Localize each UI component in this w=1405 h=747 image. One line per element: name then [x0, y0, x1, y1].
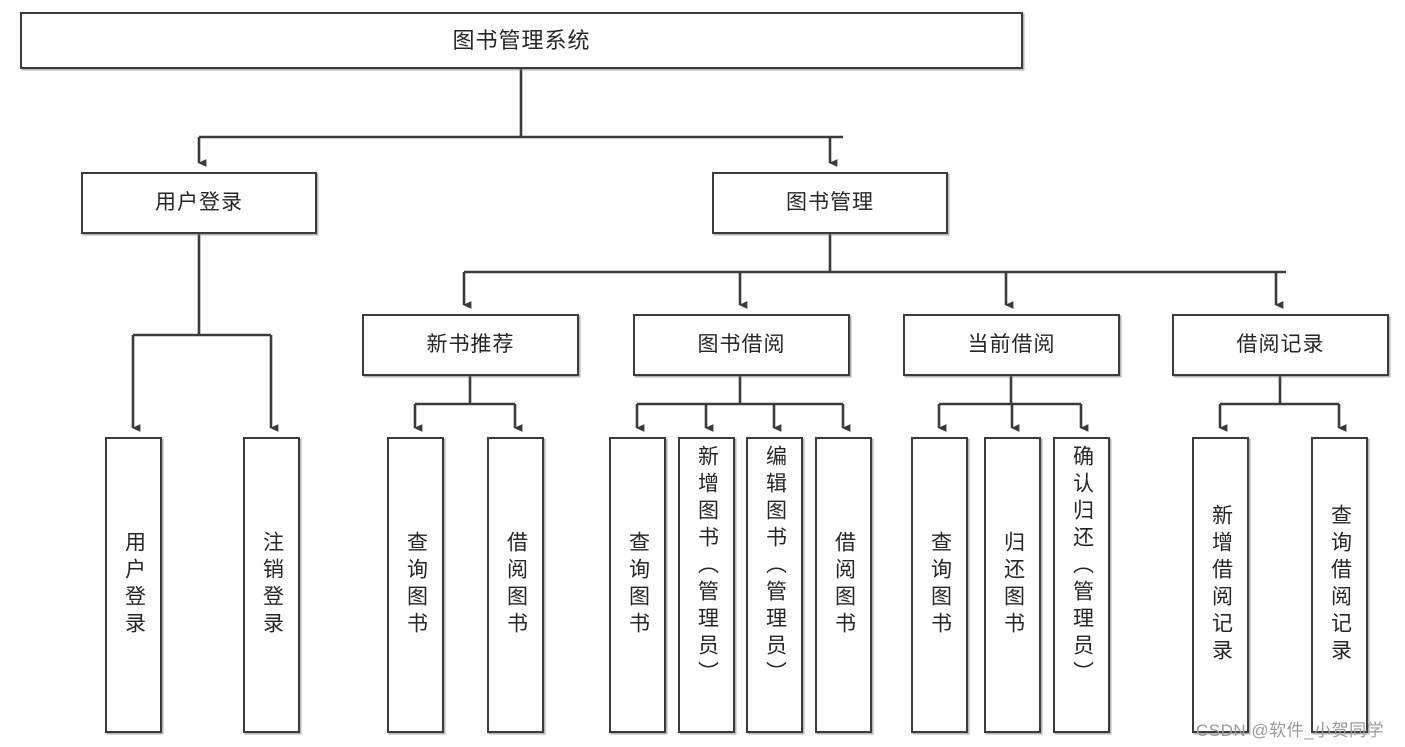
node-leaf-user-logout-label: 注销登录	[260, 531, 284, 639]
node-leaf-query-book-2-label: 查询图书	[626, 531, 650, 639]
node-current-borrow[interactable]: 当前借阅	[903, 314, 1120, 376]
node-borrow-record-label: 借阅记录	[1236, 332, 1325, 356]
node-leaf-add-book-label: 新增图书（管理员）	[695, 445, 719, 688]
node-leaf-return-book-label: 归还图书	[1001, 531, 1025, 639]
node-leaf-user-login[interactable]: 用户登录	[105, 437, 162, 733]
node-leaf-query-record-label: 查询借阅记录	[1328, 504, 1352, 666]
node-leaf-query-book-1[interactable]: 查询图书	[387, 437, 444, 733]
node-leaf-user-logout[interactable]: 注销登录	[243, 437, 300, 733]
node-leaf-borrow-book-2[interactable]: 借阅图书	[815, 437, 872, 733]
node-new-book-rec[interactable]: 新书推荐	[362, 314, 579, 376]
node-leaf-edit-book-label: 编辑图书（管理员）	[763, 445, 787, 688]
node-leaf-edit-book[interactable]: 编辑图书（管理员）	[746, 437, 803, 733]
node-book-manage[interactable]: 图书管理	[712, 172, 948, 234]
node-book-borrow-label: 图书借阅	[697, 332, 786, 356]
node-leaf-add-record[interactable]: 新增借阅记录	[1192, 437, 1249, 733]
node-root-label: 图书管理系统	[452, 27, 591, 53]
node-leaf-borrow-book-2-label: 借阅图书	[832, 531, 856, 639]
node-book-manage-label: 图书管理	[786, 190, 874, 214]
node-user-login-label: 用户登录	[155, 190, 243, 214]
node-leaf-borrow-book-1[interactable]: 借阅图书	[487, 437, 544, 733]
node-leaf-query-book-1-label: 查询图书	[404, 531, 428, 639]
node-leaf-confirm-return[interactable]: 确认归还（管理员）	[1053, 437, 1110, 733]
node-leaf-borrow-book-1-label: 借阅图书	[504, 531, 528, 639]
node-root[interactable]: 图书管理系统	[20, 12, 1023, 69]
node-leaf-query-record[interactable]: 查询借阅记录	[1311, 437, 1368, 733]
node-leaf-query-book-3-label: 查询图书	[928, 531, 952, 639]
node-leaf-user-login-label: 用户登录	[122, 531, 146, 639]
node-leaf-confirm-return-label: 确认归还（管理员）	[1070, 445, 1094, 688]
csdn-watermark: CSDN @软件_小贺同学	[1196, 721, 1385, 740]
node-leaf-query-book-2[interactable]: 查询图书	[609, 437, 666, 733]
node-leaf-add-record-label: 新增借阅记录	[1209, 504, 1233, 666]
node-new-book-rec-label: 新书推荐	[426, 332, 515, 356]
node-leaf-return-book[interactable]: 归还图书	[984, 437, 1041, 733]
node-leaf-add-book[interactable]: 新增图书（管理员）	[678, 437, 735, 733]
node-user-login[interactable]: 用户登录	[81, 172, 317, 234]
node-leaf-query-book-3[interactable]: 查询图书	[911, 437, 968, 733]
node-borrow-record[interactable]: 借阅记录	[1172, 314, 1389, 376]
node-current-borrow-label: 当前借阅	[967, 332, 1056, 356]
node-book-borrow[interactable]: 图书借阅	[633, 314, 850, 376]
